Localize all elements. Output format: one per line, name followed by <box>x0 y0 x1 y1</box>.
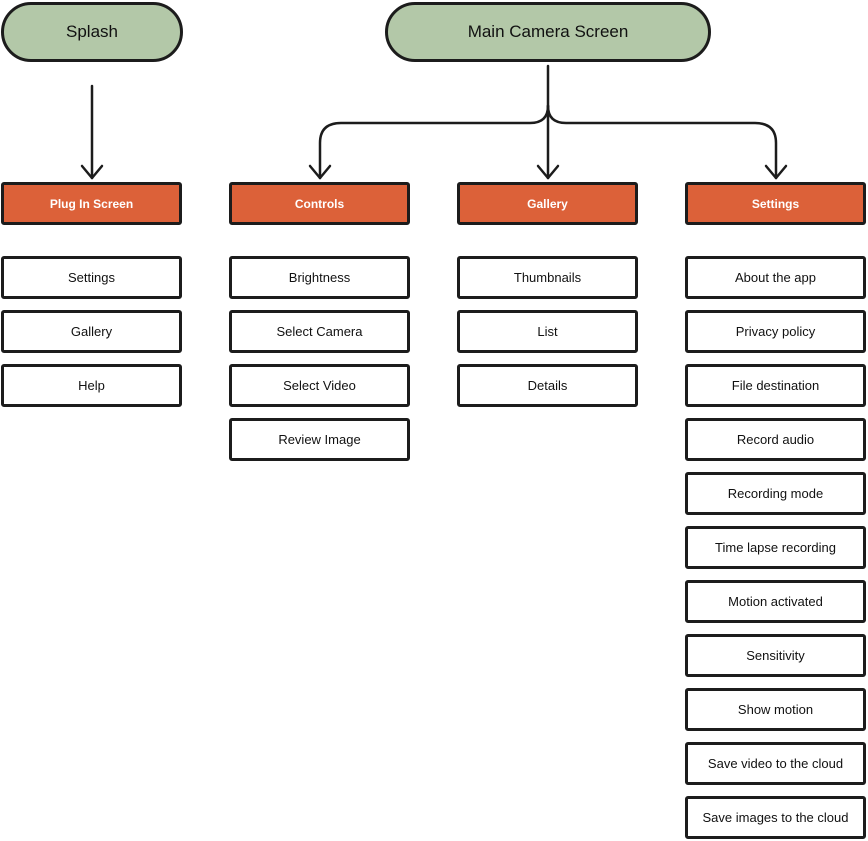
controls-item-select-camera: Select Camera <box>229 310 410 353</box>
arrowhead-settings <box>764 164 788 180</box>
settings-item-time-lapse: Time lapse recording <box>685 526 866 569</box>
settings-item-motion-activated: Motion activated <box>685 580 866 623</box>
gallery-item-list: List <box>457 310 638 353</box>
controls-item-select-video: Select Video <box>229 364 410 407</box>
settings-item-save-images-cloud: Save images to the cloud <box>685 796 866 839</box>
settings-item-sensitivity: Sensitivity <box>685 634 866 677</box>
arrowhead-plugin <box>80 164 104 180</box>
controls-item-review-image: Review Image <box>229 418 410 461</box>
settings-item-about: About the app <box>685 256 866 299</box>
controls-item-brightness: Brightness <box>229 256 410 299</box>
header-plug-in-screen: Plug In Screen <box>1 182 182 225</box>
plugin-item-gallery: Gallery <box>1 310 182 353</box>
settings-item-file-destination: File destination <box>685 364 866 407</box>
branch-to-controls <box>318 104 550 180</box>
branch-to-settings <box>546 104 778 180</box>
settings-item-privacy-policy: Privacy policy <box>685 310 866 353</box>
header-settings: Settings <box>685 182 866 225</box>
settings-item-save-video-cloud: Save video to the cloud <box>685 742 866 785</box>
settings-item-show-motion: Show motion <box>685 688 866 731</box>
header-gallery: Gallery <box>457 182 638 225</box>
header-controls: Controls <box>229 182 410 225</box>
gallery-item-thumbnails: Thumbnails <box>457 256 638 299</box>
plugin-item-settings: Settings <box>1 256 182 299</box>
gallery-item-details: Details <box>457 364 638 407</box>
arrowhead-gallery <box>536 164 560 180</box>
main-camera-screen-node: Main Camera Screen <box>385 2 711 62</box>
settings-item-recording-mode: Recording mode <box>685 472 866 515</box>
settings-item-record-audio: Record audio <box>685 418 866 461</box>
plugin-item-help: Help <box>1 364 182 407</box>
splash-node: Splash <box>1 2 183 62</box>
arrowhead-controls <box>308 164 332 180</box>
